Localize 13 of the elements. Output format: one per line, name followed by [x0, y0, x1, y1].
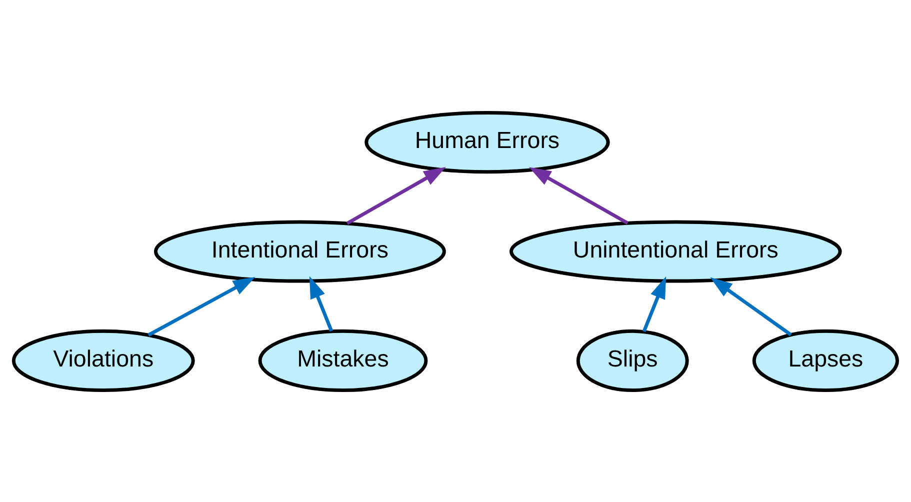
- arrow: [710, 276, 792, 336]
- arrow: [346, 166, 446, 224]
- node-ellipse: Mistakes: [258, 328, 428, 392]
- node-ellipse: Human Errors: [364, 110, 610, 174]
- node-ellipse: Intentional Errors: [154, 220, 446, 282]
- node-ellipse: Violations: [12, 328, 195, 392]
- node-ellipse: Unintentional Errors: [510, 220, 842, 282]
- arrow: [528, 166, 628, 224]
- arrow: [148, 276, 256, 336]
- node-ellipse: Lapses: [752, 328, 900, 392]
- arrow: [309, 276, 334, 332]
- arrow: [642, 276, 666, 332]
- node-ellipse: Slips: [576, 328, 689, 392]
